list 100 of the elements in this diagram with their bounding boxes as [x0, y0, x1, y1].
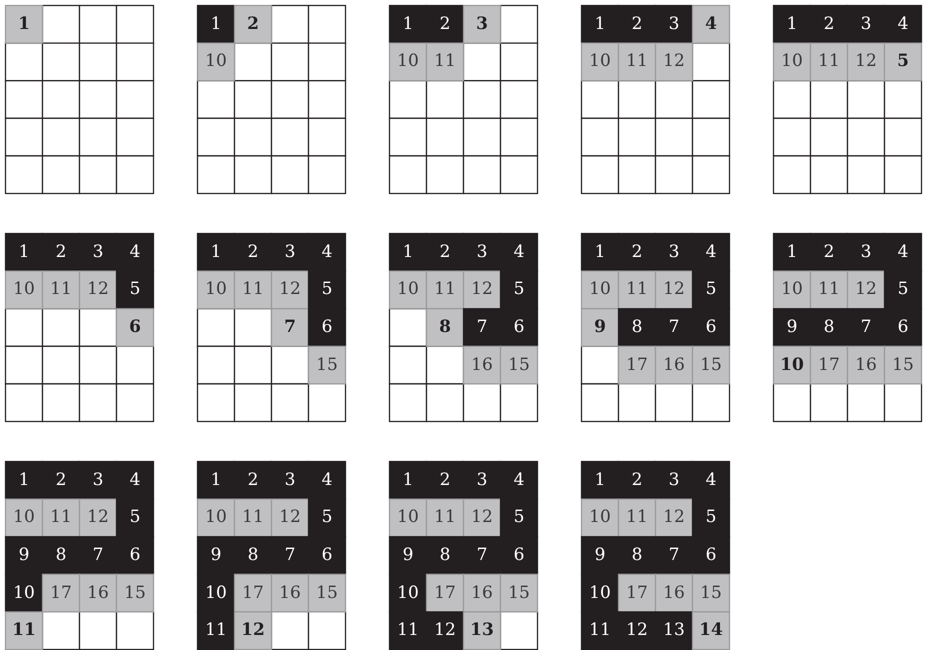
cell-number: 11 — [588, 619, 612, 642]
cell-number: 11 — [241, 506, 265, 530]
cell-number: 5 — [320, 506, 334, 530]
cell-number: 8 — [822, 316, 836, 339]
cell-number: 12 — [854, 50, 878, 74]
cell-number: 4 — [512, 468, 526, 492]
cell-number: 4 — [896, 12, 910, 36]
cell-number: 12 — [240, 619, 266, 642]
cell-number: 1 — [786, 12, 798, 36]
cell-number: 4 — [512, 240, 526, 264]
cell-number: 5 — [128, 278, 142, 302]
cell-number: 10 — [12, 506, 36, 530]
cell-number: 3 — [284, 468, 296, 492]
cell-number: 1 — [402, 468, 414, 492]
cell-number: 7 — [283, 316, 297, 339]
cell-number: 16 — [470, 354, 494, 377]
cell-number: 2 — [246, 12, 260, 36]
cell-number: 10 — [204, 278, 228, 302]
cell-number: 1 — [594, 468, 606, 492]
cell-number: 12 — [278, 506, 302, 530]
cell-number: 10 — [396, 506, 420, 530]
cell-number: 16 — [278, 582, 302, 605]
cell-number: 5 — [704, 506, 718, 530]
cell-number: 1 — [402, 240, 414, 264]
cell-number: 9 — [18, 544, 30, 567]
cell-number: 8 — [630, 544, 644, 567]
cell-number: 4 — [704, 12, 718, 36]
cell-number: 2 — [630, 468, 644, 492]
cell-number: 16 — [662, 354, 686, 377]
cell-number: 12 — [433, 619, 457, 642]
cell-number: 10 — [588, 506, 612, 530]
cell-number: 1 — [17, 12, 31, 36]
cell-number: 7 — [284, 544, 296, 567]
cell-number: 2 — [822, 240, 836, 264]
cell-number: 8 — [246, 544, 260, 567]
cell-number: 3 — [668, 468, 680, 492]
cell-number: 3 — [860, 12, 872, 36]
cell-number: 8 — [54, 544, 68, 567]
cell-number: 11 — [241, 278, 265, 302]
cell-number: 16 — [662, 582, 686, 605]
cell-number: 3 — [92, 468, 104, 492]
cell-number: 11 — [433, 278, 457, 302]
cell-number: 15 — [699, 582, 723, 605]
cell-number: 7 — [476, 316, 488, 339]
cell-number: 12 — [662, 506, 686, 530]
cell-number: 17 — [433, 582, 457, 605]
cell-number: 12 — [278, 278, 302, 302]
cell-number: 7 — [668, 544, 680, 567]
cell-number: 2 — [822, 12, 836, 36]
cell-number: 7 — [860, 316, 872, 339]
cell-number: 11 — [49, 278, 73, 302]
cell-number: 11 — [433, 506, 457, 530]
cell-number: 1 — [594, 240, 606, 264]
cell-number: 10 — [396, 278, 420, 302]
cell-number: 10 — [396, 50, 420, 74]
cell-number: 15 — [891, 354, 915, 377]
cell-number: 10 — [12, 582, 36, 605]
cell-number: 11 — [817, 278, 841, 302]
cell-number: 11 — [433, 50, 457, 74]
cell-number: 6 — [320, 316, 334, 339]
cell-number: 9 — [593, 316, 607, 339]
cell-number: 5 — [512, 506, 526, 530]
cell-number: 15 — [699, 354, 723, 377]
cell-number: 6 — [896, 316, 910, 339]
cell-number: 15 — [507, 354, 531, 377]
cell-number: 17 — [241, 582, 265, 605]
cell-number: 17 — [625, 582, 649, 605]
cell-number: 11 — [49, 506, 73, 530]
cell-number: 8 — [438, 544, 452, 567]
cell-number: 9 — [786, 316, 798, 339]
cell-number: 5 — [896, 278, 910, 302]
cell-number: 11 — [625, 506, 649, 530]
cell-number: 16 — [86, 582, 110, 605]
cell-number: 7 — [476, 544, 488, 567]
cell-number: 11 — [625, 278, 649, 302]
cell-number: 3 — [476, 468, 488, 492]
cell-number: 3 — [668, 240, 680, 264]
cell-number: 5 — [128, 506, 142, 530]
cell-number: 1 — [402, 12, 414, 36]
cell-number: 9 — [594, 544, 606, 567]
cell-number: 12 — [854, 278, 878, 302]
cell-number: 3 — [475, 12, 489, 36]
cell-number: 6 — [512, 316, 526, 339]
cell-number: 6 — [128, 544, 142, 567]
cell-number: 12 — [662, 278, 686, 302]
cell-number: 10 — [588, 278, 612, 302]
cell-number: 2 — [246, 240, 260, 264]
cell-number: 2 — [438, 468, 452, 492]
cell-number: 1 — [18, 240, 30, 264]
cell-number: 2 — [630, 240, 644, 264]
cell-number: 4 — [128, 240, 142, 264]
cell-number: 10 — [780, 278, 804, 302]
cell-number: 15 — [507, 582, 531, 605]
cell-number: 11 — [625, 50, 649, 74]
cell-number: 15 — [315, 354, 339, 377]
cell-number: 6 — [320, 544, 334, 567]
cell-number: 5 — [320, 278, 334, 302]
cell-number: 2 — [54, 240, 68, 264]
cell-number: 10 — [588, 50, 612, 74]
cell-number: 3 — [860, 240, 872, 264]
